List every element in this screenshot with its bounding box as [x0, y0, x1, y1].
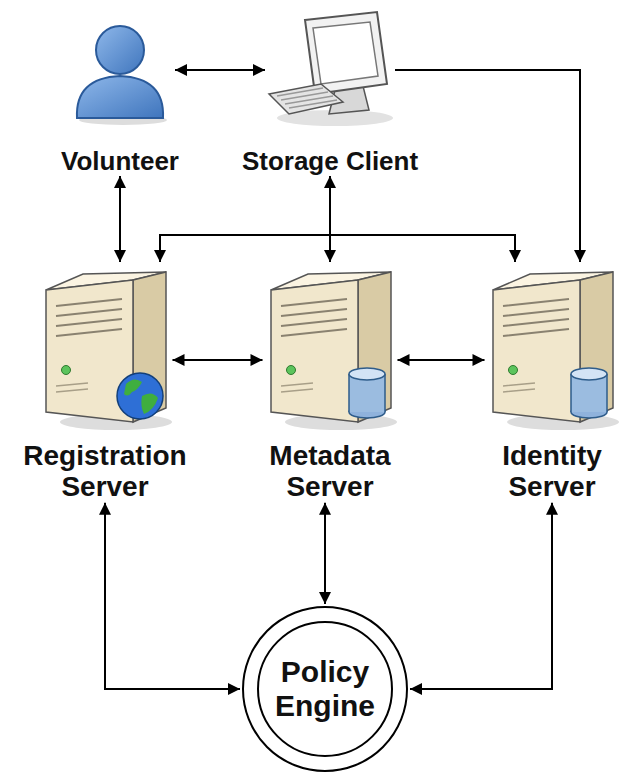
actor-node: Volunteer [50, 20, 190, 176]
node-label: Volunteer [50, 147, 190, 176]
icon-graphic [493, 272, 619, 430]
client-node: Storage Client [225, 10, 435, 176]
connector-arrow [175, 69, 265, 71]
policy-engine-circle: Policy Engine [240, 604, 410, 774]
icon-graphic [271, 272, 397, 430]
node-icon [265, 10, 395, 130]
inner-ring [258, 622, 392, 756]
connector-arrow [330, 176, 515, 262]
connector-arrow [410, 503, 552, 689]
connector-arrow [324, 503, 326, 604]
node-label: Identity Server [482, 440, 622, 503]
connector-arrow [105, 503, 240, 689]
node-icon [65, 20, 175, 125]
icon-graphic [46, 272, 172, 430]
node-icon [263, 262, 398, 432]
node-label: Registration Server [5, 440, 205, 503]
node-icon [38, 262, 173, 432]
icon-graphic [269, 12, 393, 126]
node-label: Policy Engine [260, 655, 390, 722]
connector-arrow [173, 359, 263, 361]
connector-arrow [395, 70, 580, 262]
connector-arrow [160, 176, 330, 262]
server-node: Metadata Server [230, 262, 430, 503]
node-label: Storage Client [225, 147, 435, 176]
connector-arrow [398, 359, 485, 361]
server-node: Registration Server [5, 262, 205, 503]
connector-arrow [119, 176, 121, 262]
node-icon [485, 262, 620, 432]
icon-graphic [77, 26, 167, 125]
outer-ring [243, 607, 407, 771]
label-holder: Policy Engine [240, 604, 410, 774]
server-node: Identity Server [482, 262, 622, 503]
node-label: Metadata Server [230, 440, 430, 503]
